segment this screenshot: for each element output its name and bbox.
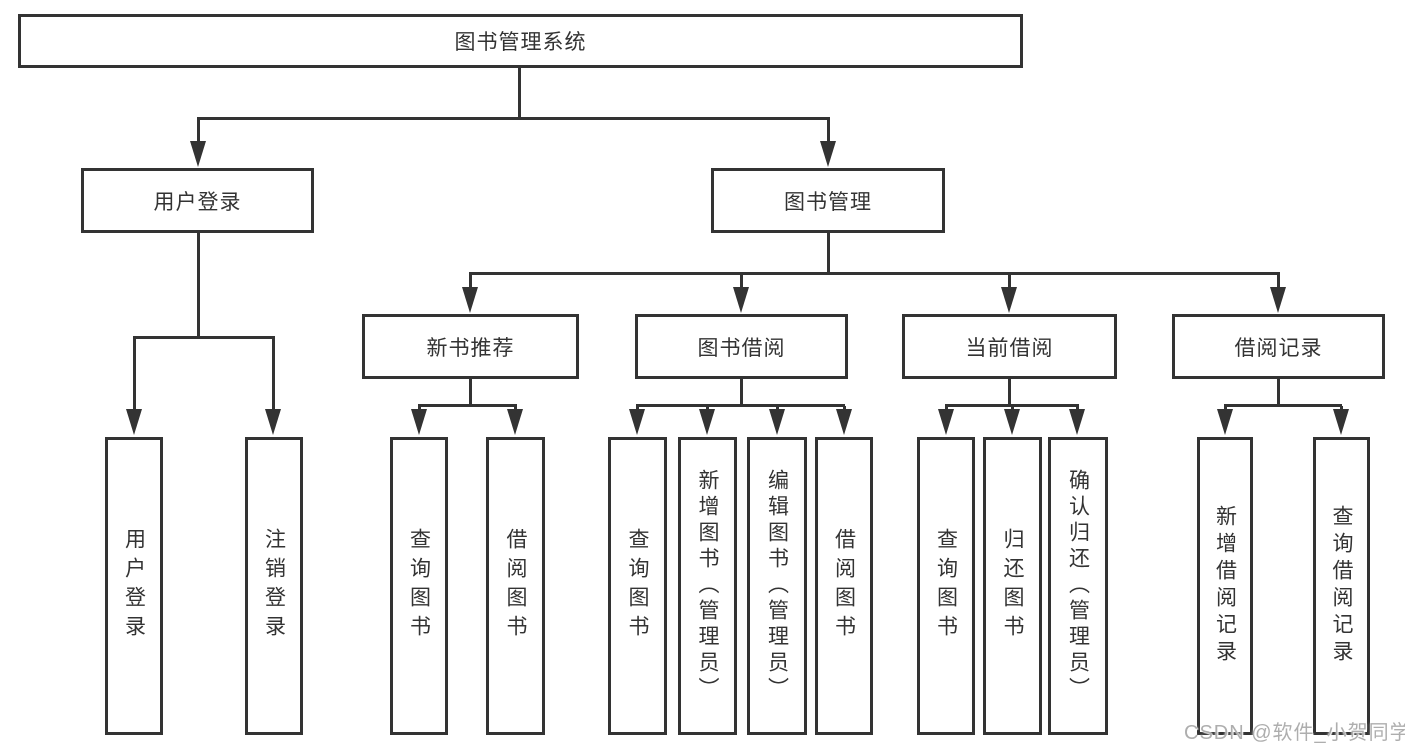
connector-line bbox=[133, 336, 275, 339]
connector-line bbox=[197, 119, 200, 147]
node-current-borrow: 当前借阅 bbox=[902, 314, 1117, 379]
arrow-down-icon bbox=[820, 141, 836, 167]
leaf-label: 借阅图书 bbox=[504, 528, 527, 644]
connector-line bbox=[197, 233, 200, 339]
node-leaf-user-login: 用户登录 bbox=[105, 437, 163, 735]
connector-line bbox=[1224, 404, 1342, 407]
node-leaf-return-book: 归还图书 bbox=[983, 437, 1042, 735]
arrow-down-icon bbox=[126, 409, 142, 435]
connector-line bbox=[197, 117, 830, 120]
leaf-label: 新增图书（管理员） bbox=[696, 469, 719, 703]
arrow-down-icon bbox=[699, 409, 715, 435]
leaf-label: 新增借阅记录 bbox=[1213, 505, 1237, 667]
leaf-label: 借阅图书 bbox=[832, 528, 856, 644]
node-leaf-query-book-3: 查询图书 bbox=[917, 437, 975, 735]
arrow-down-icon bbox=[265, 409, 281, 435]
node-leaf-logout: 注销登录 bbox=[245, 437, 303, 735]
node-new-book-recommend: 新书推荐 bbox=[362, 314, 579, 379]
leaf-label: 查询借阅记录 bbox=[1330, 505, 1353, 667]
node-root-system: 图书管理系统 bbox=[18, 14, 1023, 68]
node-book-management-group: 图书管理 bbox=[711, 168, 945, 233]
csdn-watermark: CSDN @软件_小贺同学 bbox=[1184, 722, 1405, 744]
leaf-label: 编辑图书（管理员） bbox=[765, 469, 789, 703]
connector-line bbox=[827, 119, 830, 147]
node-leaf-edit-book-admin: 编辑图书（管理员） bbox=[747, 437, 807, 735]
arrow-down-icon bbox=[507, 409, 523, 435]
connector-line bbox=[636, 404, 845, 407]
node-leaf-query-book-2: 查询图书 bbox=[608, 437, 667, 735]
connector-line bbox=[469, 379, 472, 407]
arrow-down-icon bbox=[1270, 287, 1286, 313]
leaf-label: 确认归还（管理员） bbox=[1066, 469, 1090, 703]
leaf-label: 查询图书 bbox=[626, 528, 649, 644]
connector-line bbox=[469, 272, 1280, 275]
arrow-down-icon bbox=[836, 409, 852, 435]
node-user-login-group: 用户登录 bbox=[81, 168, 314, 233]
connector-line bbox=[740, 379, 743, 407]
arrow-down-icon bbox=[938, 409, 954, 435]
arrow-down-icon bbox=[733, 287, 749, 313]
node-leaf-add-borrow-record: 新增借阅记录 bbox=[1197, 437, 1253, 735]
arrow-down-icon bbox=[411, 409, 427, 435]
connector-line bbox=[418, 404, 517, 407]
connector-line bbox=[1277, 274, 1280, 292]
connector-line bbox=[740, 274, 743, 292]
connector-line bbox=[945, 404, 1079, 407]
node-leaf-borrow-book-2: 借阅图书 bbox=[815, 437, 873, 735]
arrow-down-icon bbox=[769, 409, 785, 435]
leaf-label: 查询图书 bbox=[407, 528, 431, 644]
arrow-down-icon bbox=[190, 141, 206, 167]
connector-line bbox=[1008, 274, 1011, 292]
arrow-down-icon bbox=[462, 287, 478, 313]
node-borrow-record: 借阅记录 bbox=[1172, 314, 1385, 379]
connector-line bbox=[1277, 379, 1280, 407]
arrow-down-icon bbox=[1001, 287, 1017, 313]
arrow-down-icon bbox=[1069, 409, 1085, 435]
node-leaf-borrow-book-1: 借阅图书 bbox=[486, 437, 545, 735]
node-leaf-query-borrow-record: 查询借阅记录 bbox=[1313, 437, 1370, 735]
arrow-down-icon bbox=[1217, 409, 1233, 435]
arrow-down-icon bbox=[1333, 409, 1349, 435]
connector-line bbox=[1008, 379, 1011, 407]
connector-line bbox=[827, 233, 830, 274]
leaf-label: 查询图书 bbox=[934, 528, 958, 644]
node-leaf-query-book-1: 查询图书 bbox=[390, 437, 448, 735]
node-leaf-add-book-admin: 新增图书（管理员） bbox=[678, 437, 737, 735]
connector-line bbox=[133, 338, 136, 416]
connector-line bbox=[469, 274, 472, 292]
node-leaf-confirm-return-admin: 确认归还（管理员） bbox=[1048, 437, 1108, 735]
leaf-label: 注销登录 bbox=[262, 528, 286, 644]
leaf-label: 用户登录 bbox=[122, 528, 146, 644]
node-book-borrow: 图书借阅 bbox=[635, 314, 848, 379]
arrow-down-icon bbox=[629, 409, 645, 435]
connector-line bbox=[272, 338, 275, 416]
arrow-down-icon bbox=[1004, 409, 1020, 435]
leaf-label: 归还图书 bbox=[1001, 528, 1024, 644]
connector-line bbox=[518, 68, 521, 119]
